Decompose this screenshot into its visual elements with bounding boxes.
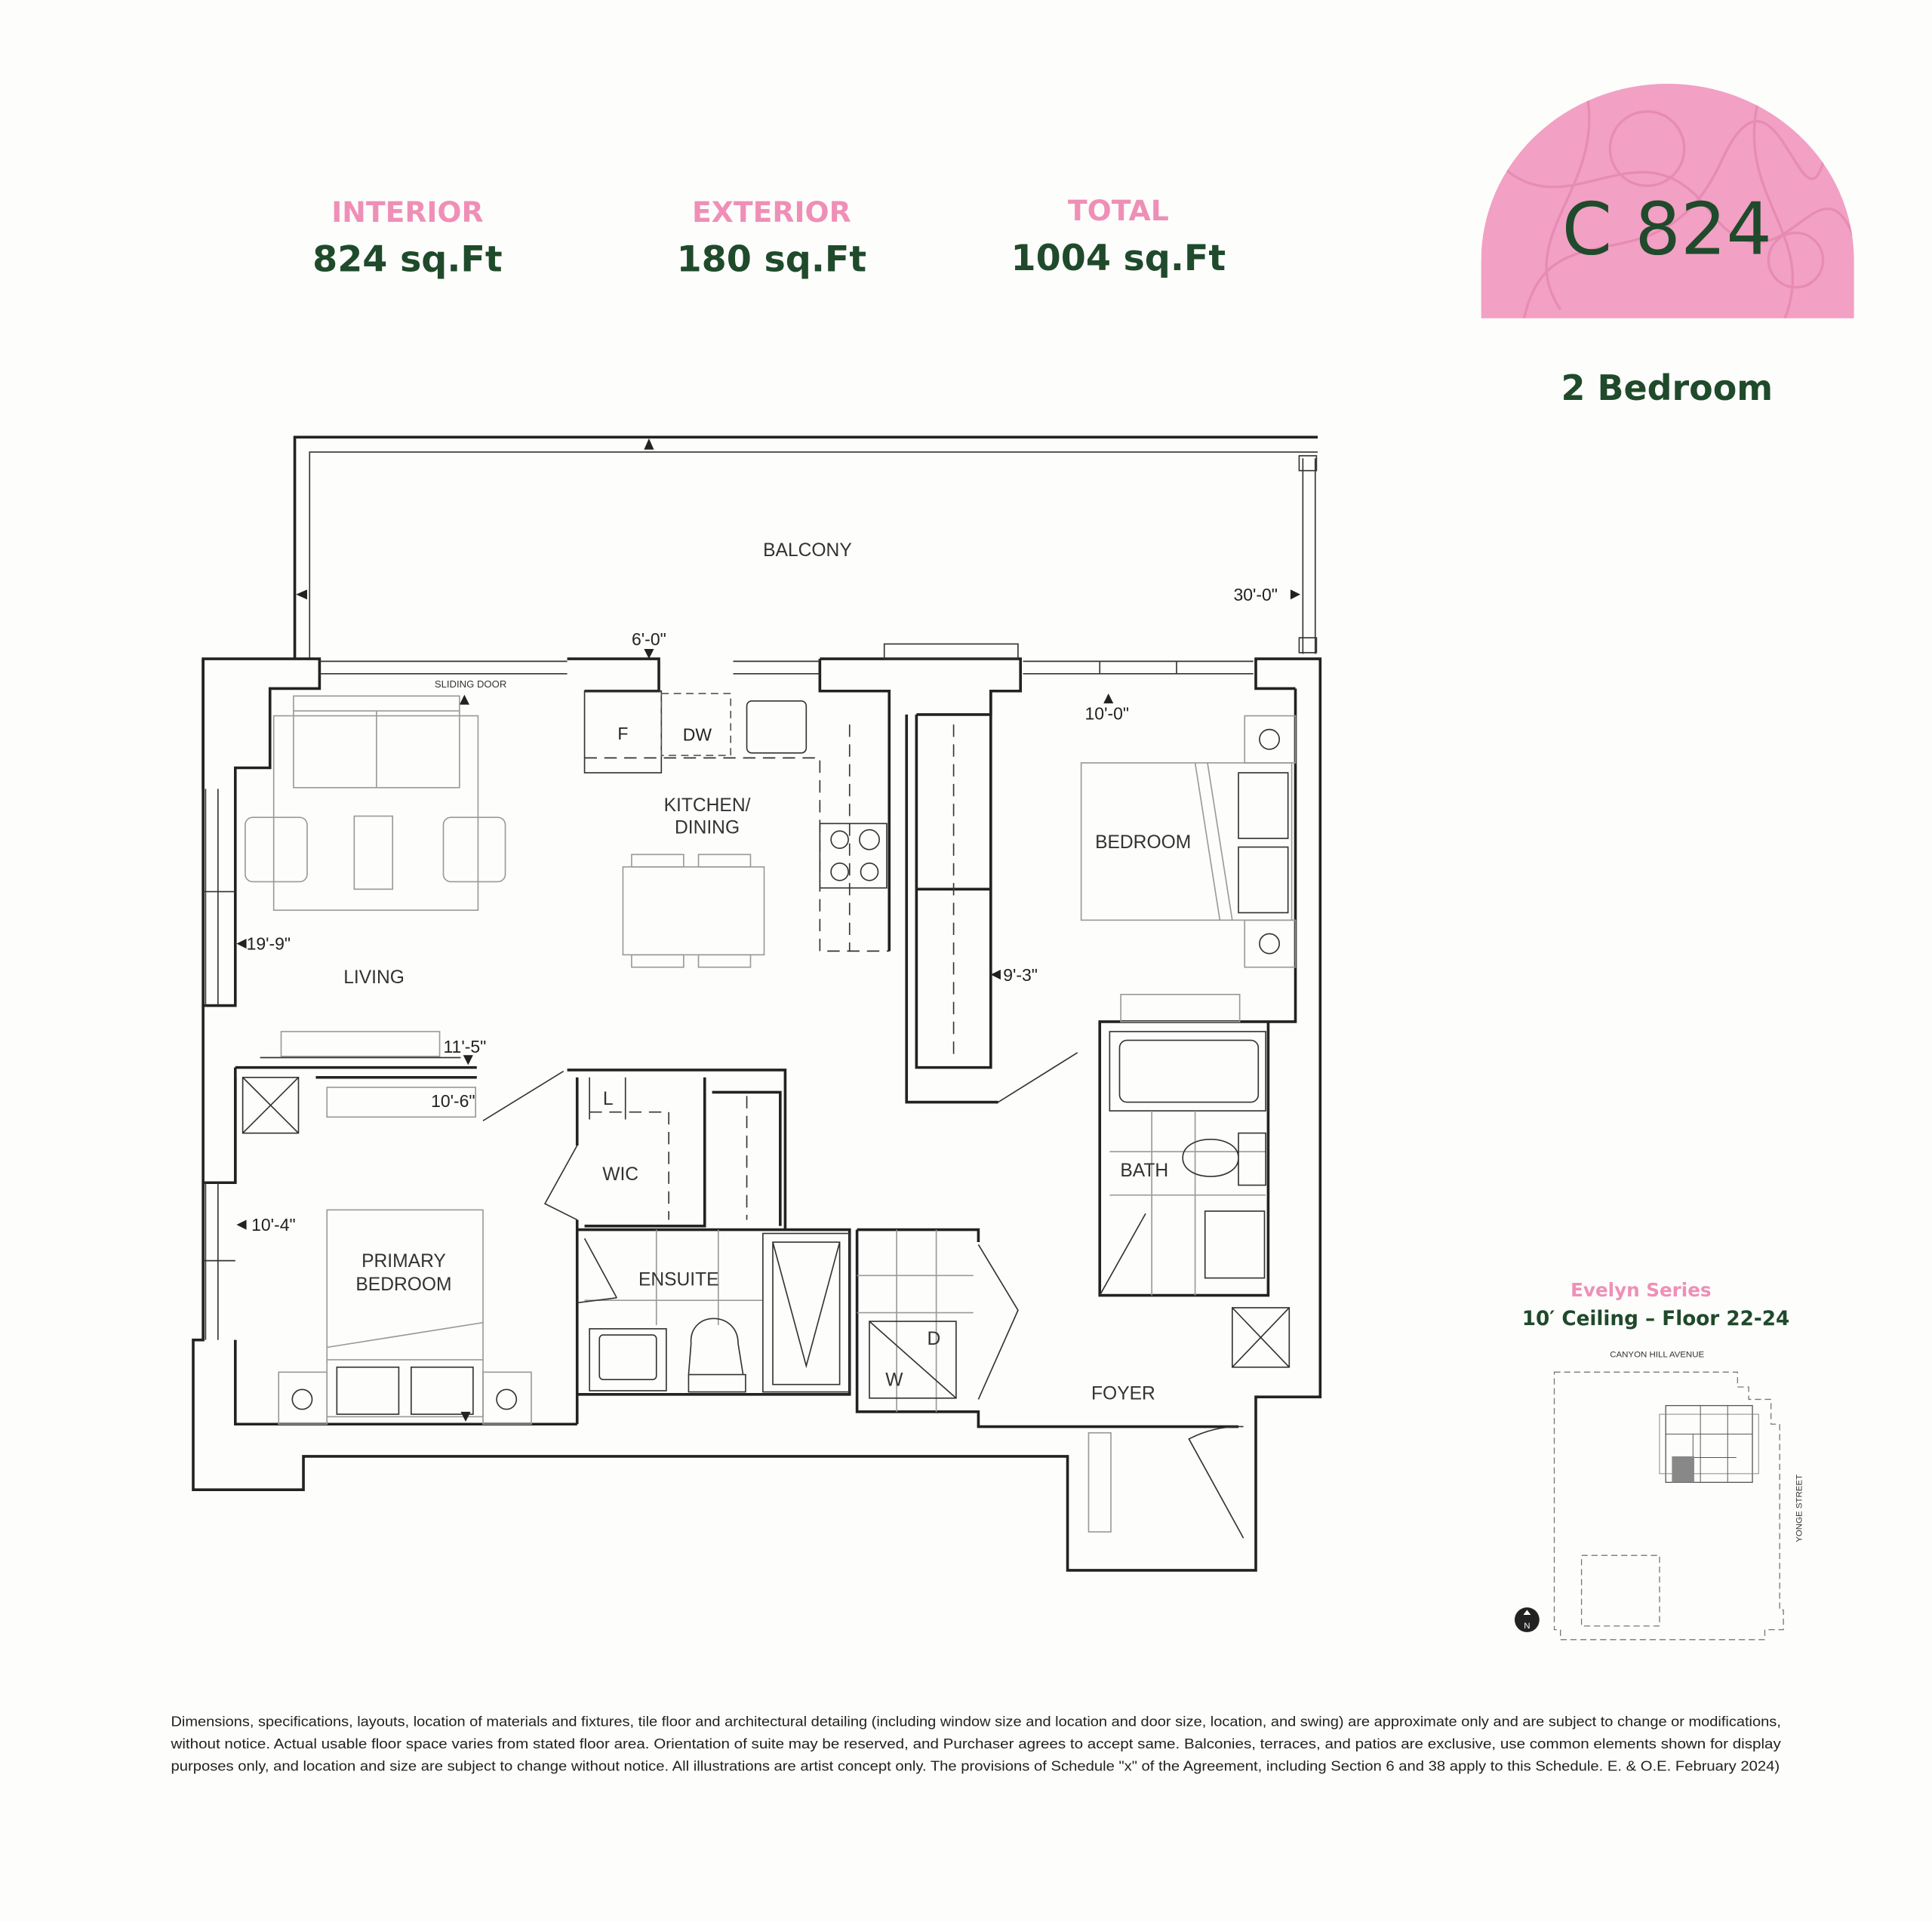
balcony: BALCONY 6'-0" 30'-0" xyxy=(293,435,1318,660)
ensuite-label: ENSUITE xyxy=(638,1269,719,1290)
living-room: LIVING 19'-9" 11'-5" xyxy=(236,695,506,1066)
dim-balcony-depth: 6'-0" xyxy=(632,629,666,649)
kitchen-label-line1: KITCHEN/ xyxy=(664,795,751,816)
north-arrow-icon: N xyxy=(1514,1607,1540,1632)
unit-type: 2 Bedroom xyxy=(1561,367,1773,408)
primary-bedroom-label-line2: BEDROOM xyxy=(355,1275,451,1295)
washer-label: W xyxy=(885,1370,903,1390)
dim-bedroom-length: 9'-3" xyxy=(1003,965,1038,985)
foyer-label: FOYER xyxy=(1091,1383,1155,1404)
dishwasher-label: DW xyxy=(683,724,712,744)
interior-label: INTERIOR xyxy=(331,195,483,229)
exterior-label: EXTERIOR xyxy=(692,195,851,229)
key-plan: Evelyn Series 10′ Ceiling – Floor 22-24 … xyxy=(1514,1279,1804,1641)
dim-balcony-width: 30'-0" xyxy=(1233,585,1278,604)
dim-primary-length: 10'-4" xyxy=(251,1215,296,1235)
disclaimer: Dimensions, specifications, layouts, loc… xyxy=(170,1714,1780,1774)
street-yonge: YONGE STREET xyxy=(1795,1475,1804,1542)
interior-value: 824 sq.Ft xyxy=(312,238,503,280)
kitchen-dining: F DW KITCHEN/ DINING xyxy=(583,690,890,968)
disclaimer-line: Dimensions, specifications, layouts, loc… xyxy=(171,1714,1780,1730)
primary-bedroom-label-line1: PRIMARY xyxy=(361,1251,446,1272)
linen-label: L xyxy=(603,1089,614,1109)
total-value: 1004 sq.Ft xyxy=(1011,238,1226,279)
bedroom: BEDROOM 10'-0" 9'-3" xyxy=(915,688,1297,1297)
bath: BATH xyxy=(1099,1031,1266,1296)
primary-bedroom: PRIMARY BEDROOM 10'-6" 10'-4" xyxy=(236,1070,565,1425)
disclaimer-line: without notice. Actual usable floor spac… xyxy=(170,1736,1780,1751)
interior-area: INTERIOR 824 sq.Ft xyxy=(312,195,503,281)
fridge-label: F xyxy=(617,724,628,743)
dim-living-width: 11'-5" xyxy=(443,1037,486,1056)
total-label: TOTAL xyxy=(1068,194,1169,227)
laundry-foyer: D W FOYER xyxy=(855,1228,1291,1539)
svg-text:N: N xyxy=(1524,1622,1530,1631)
bath-label: BATH xyxy=(1120,1161,1168,1181)
wic-ensuite: L WIC ENSUITE xyxy=(543,1069,851,1425)
unit-badge: C 824 xyxy=(1481,84,1854,318)
bedroom-label: BEDROOM xyxy=(1095,832,1191,853)
unit-name: C 824 xyxy=(1562,188,1772,271)
street-canyon-hill: CANYON HILL AVENUE xyxy=(1610,1351,1704,1360)
dim-bedroom-width: 10'-0" xyxy=(1085,704,1130,724)
dim-living-length: 19'-9" xyxy=(247,934,291,954)
balcony-label: BALCONY xyxy=(763,540,852,561)
wic-label: WIC xyxy=(602,1164,638,1185)
dryer-label: D xyxy=(927,1329,940,1349)
disclaimer-line: purposes only, and location and size are… xyxy=(171,1759,1780,1774)
series-name: Evelyn Series xyxy=(1571,1279,1711,1301)
ceiling-floor-info: 10′ Ceiling – Floor 22-24 xyxy=(1522,1308,1790,1330)
kitchen-label-line2: DINING xyxy=(675,817,740,838)
living-label: LIVING xyxy=(343,967,405,988)
dim-primary-width: 10'-6" xyxy=(431,1091,475,1111)
unit-highlight xyxy=(1672,1456,1694,1483)
exterior-walls: SLIDING DOOR xyxy=(192,643,1322,1572)
sliding-door-label: SLIDING DOOR xyxy=(435,678,506,690)
total-area: TOTAL 1004 sq.Ft xyxy=(1011,194,1226,279)
exterior-area: EXTERIOR 180 sq.Ft xyxy=(677,195,867,281)
exterior-value: 180 sq.Ft xyxy=(677,238,867,280)
